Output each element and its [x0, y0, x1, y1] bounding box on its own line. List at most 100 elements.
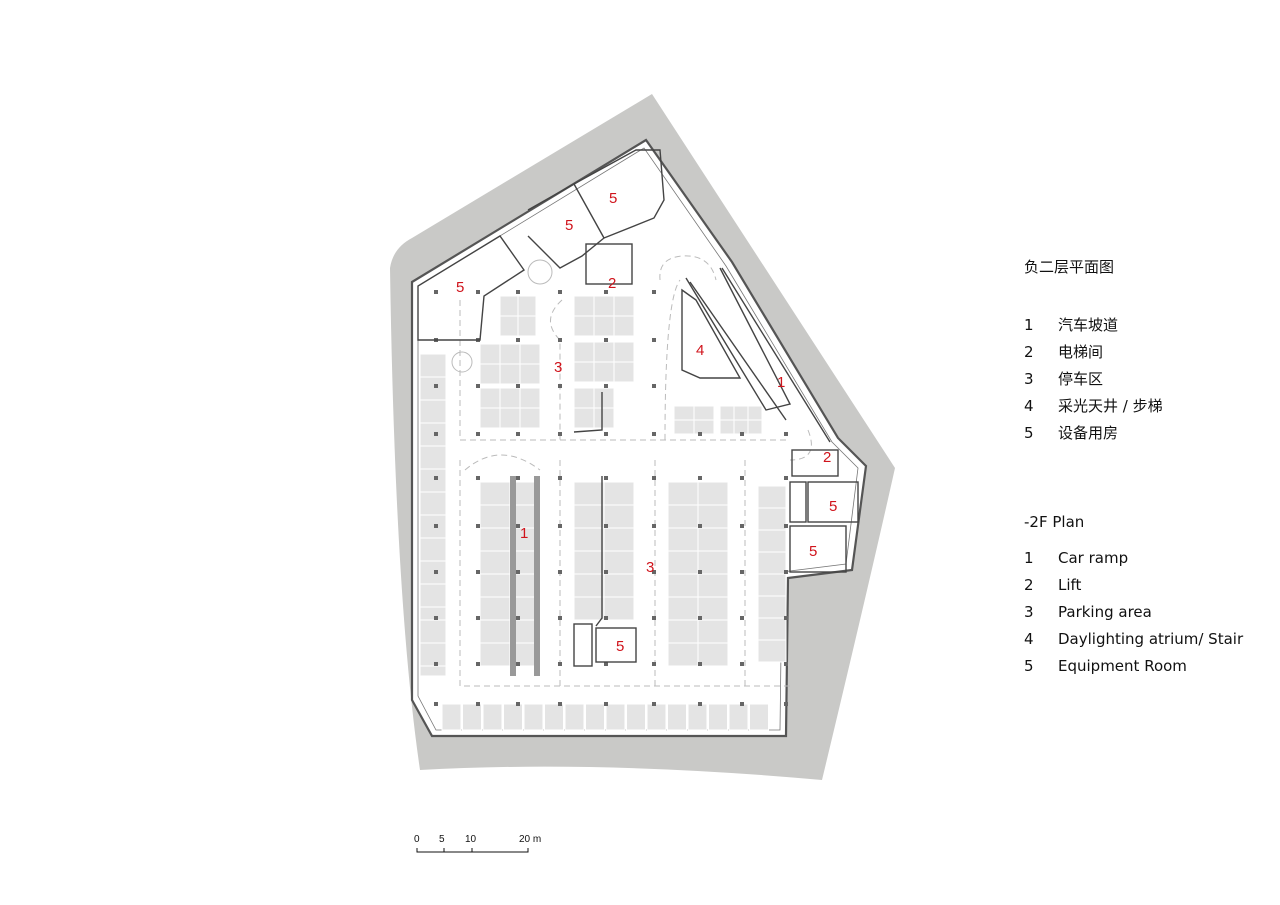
- column: [652, 338, 656, 342]
- column: [476, 290, 480, 294]
- parking-stall: [693, 419, 715, 435]
- column: [476, 662, 480, 666]
- zone-label-lift-e: 2: [823, 449, 831, 466]
- zone-label-atrium: 4: [696, 342, 704, 359]
- parking-stall: [667, 573, 699, 598]
- parking-stall: [697, 550, 729, 575]
- parking-stall: [667, 527, 699, 552]
- zone-label-equip-nw: 5: [456, 279, 464, 296]
- column: [604, 338, 608, 342]
- column: [516, 702, 520, 706]
- column: [516, 476, 520, 480]
- column: [558, 702, 562, 706]
- parking-stall: [544, 703, 564, 731]
- parking-stall: [499, 295, 519, 317]
- column: [434, 384, 438, 388]
- zone-label-equip-n2: 5: [609, 190, 617, 207]
- parking-stall: [419, 491, 447, 516]
- column: [516, 290, 520, 294]
- parking-stall: [593, 295, 615, 317]
- column: [434, 702, 438, 706]
- column: [652, 662, 656, 666]
- parking-stalls: [419, 295, 787, 731]
- parking-stall: [719, 419, 735, 435]
- column: [740, 524, 744, 528]
- column: [698, 476, 702, 480]
- column: [558, 616, 562, 620]
- parking-stall: [613, 361, 635, 383]
- column: [604, 702, 608, 706]
- column: [476, 432, 480, 436]
- parking-stall: [573, 573, 605, 598]
- parking-stall: [697, 642, 729, 667]
- parking-stall: [517, 295, 537, 317]
- parking-stall: [603, 596, 635, 621]
- column: [558, 290, 562, 294]
- scale-bar: 0 5 10 20 m: [414, 834, 541, 853]
- parking-stall: [441, 703, 462, 731]
- zone-label-equip-e1: 5: [829, 498, 837, 515]
- column: [784, 702, 788, 706]
- parking-stall: [747, 419, 763, 435]
- parking-stall: [573, 341, 595, 363]
- column: [476, 616, 480, 620]
- parking-stall: [499, 387, 521, 409]
- column: [558, 432, 562, 436]
- parking-stall: [667, 642, 699, 667]
- parking-stall: [593, 315, 615, 337]
- parking-stall: [573, 481, 605, 506]
- column: [516, 616, 520, 620]
- parking-stall: [519, 407, 541, 429]
- column: [516, 432, 520, 436]
- parking-stall: [499, 343, 521, 365]
- parking-stall: [419, 514, 447, 539]
- parking-stall: [585, 703, 605, 731]
- parking-stall: [593, 387, 615, 409]
- column: [434, 476, 438, 480]
- column: [698, 702, 702, 706]
- parking-stall: [564, 703, 585, 731]
- column: [604, 476, 608, 480]
- parking-stall: [757, 551, 787, 575]
- parking-stall: [593, 341, 615, 363]
- parking-stall: [603, 550, 635, 575]
- column: [784, 524, 788, 528]
- column: [740, 476, 744, 480]
- parking-stall: [673, 419, 695, 435]
- parking-stall: [573, 527, 605, 552]
- parking-stall: [573, 407, 595, 429]
- column: [698, 432, 702, 436]
- driving-aisles: [459, 255, 812, 687]
- parking-stall: [757, 485, 787, 509]
- parking-stall: [613, 315, 635, 337]
- zone-label-equip-n1: 5: [565, 217, 573, 234]
- parking-stall: [479, 407, 501, 429]
- parking-stall: [613, 341, 635, 363]
- column: [604, 570, 608, 574]
- parking-stall: [697, 504, 729, 529]
- parking-stall: [697, 481, 729, 506]
- parking-stall: [603, 573, 635, 598]
- parking-stall: [479, 387, 501, 409]
- column: [558, 524, 562, 528]
- parking-stall: [697, 596, 729, 621]
- column: [652, 290, 656, 294]
- parking-stall: [573, 550, 605, 575]
- parking-stall: [573, 504, 605, 529]
- parking-stall: [419, 468, 447, 493]
- parking-stall: [519, 387, 541, 409]
- parking-stall: [503, 703, 523, 731]
- column: [434, 662, 438, 666]
- zone-labels: 5 5 5 2 4 3 1 2 5 5 1 3 5: [456, 190, 837, 655]
- parking-stall: [419, 376, 447, 401]
- parking-stall: [667, 596, 699, 621]
- zone-label-ramp-c: 1: [520, 525, 528, 542]
- parking-stall: [757, 639, 787, 663]
- column: [476, 702, 480, 706]
- parking-stall: [605, 703, 626, 731]
- parking-stall: [419, 422, 447, 447]
- parking-stall: [593, 407, 615, 429]
